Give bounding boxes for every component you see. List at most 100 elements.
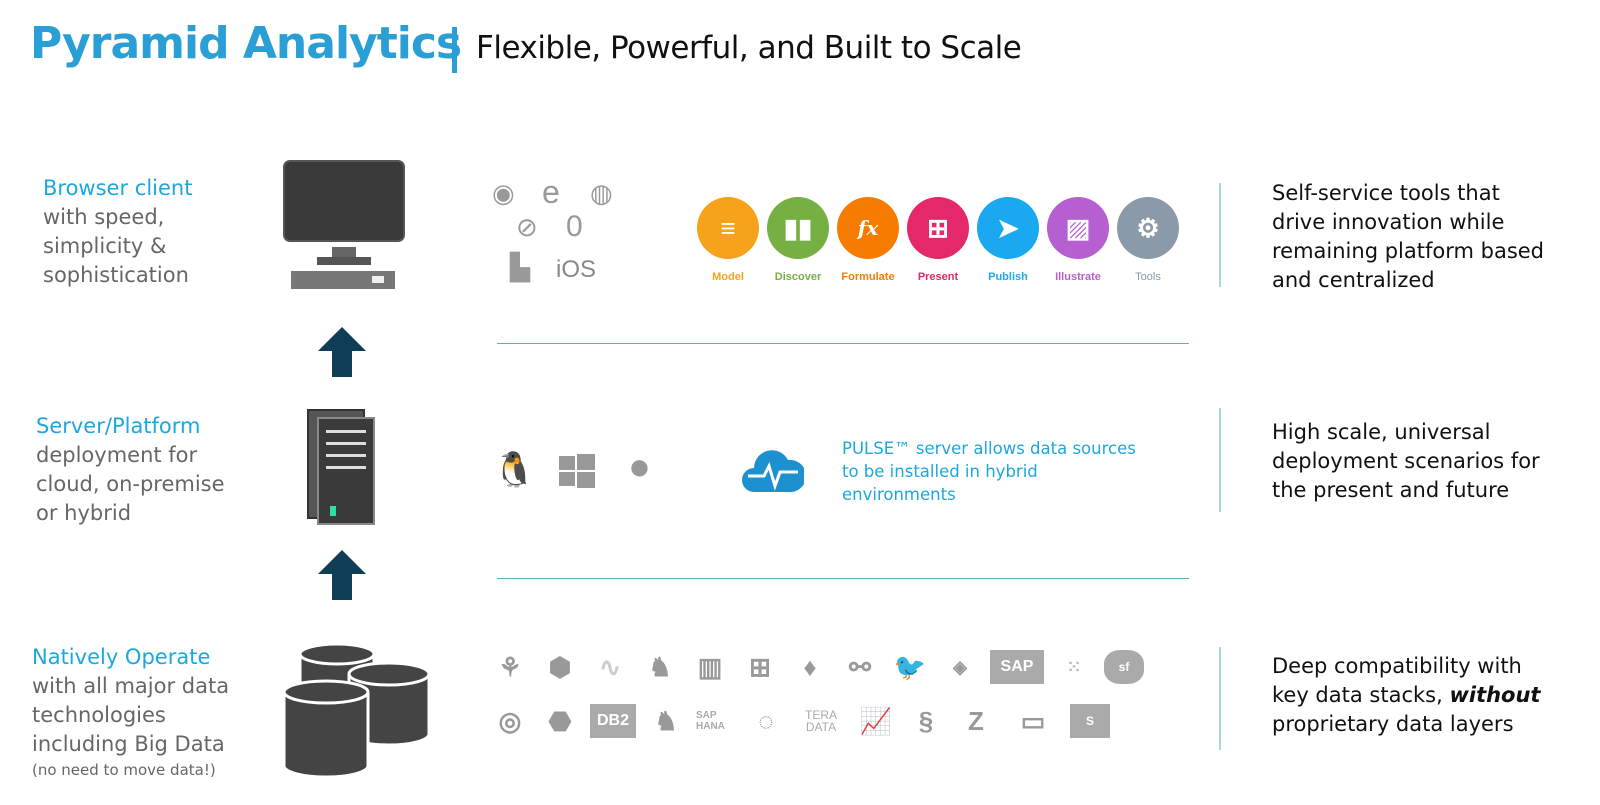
bar-chart-icon: ▮▮ xyxy=(767,197,829,259)
app-discover: ▮▮ Discover xyxy=(766,197,830,283)
app-illustrate: ▨ Illustrate xyxy=(1046,197,1110,283)
image-icon: ▨ xyxy=(1047,197,1109,259)
summary-line: High scale, universal xyxy=(1272,420,1491,444)
app-tools: ⚙ Tools xyxy=(1116,197,1180,283)
twitter-logo: 🐦 xyxy=(893,651,927,682)
page-subtitle: Flexible, Powerful, and Built to Scale xyxy=(476,30,1022,66)
analytics-logo: ◌ xyxy=(758,705,774,736)
gear-icon: ⚙ xyxy=(1117,197,1179,259)
android-icon: ▙ xyxy=(510,252,530,282)
impala-logo: ⊞ xyxy=(749,651,771,682)
app-label: Publish xyxy=(988,271,1028,283)
tier-heading: Browser client xyxy=(43,176,193,200)
hadoop-logo: ⚘ xyxy=(498,651,522,682)
title-divider xyxy=(452,27,457,73)
app-label: Discover xyxy=(774,271,822,283)
redshift-logo: ▥ xyxy=(697,651,723,682)
teradata-logo: TERA DATA xyxy=(804,708,837,734)
server-icon xyxy=(307,409,375,525)
summary-line: drive innovation while xyxy=(1272,210,1505,234)
summary-line: key data stacks, without xyxy=(1272,681,1592,710)
apple-icon: ● xyxy=(628,446,651,488)
natively-operate-description: Natively Operate with all major data tec… xyxy=(32,643,229,781)
monitor-icon xyxy=(283,160,405,289)
sap-logo: SAP xyxy=(990,650,1044,684)
summary-line: Deep compatibility with xyxy=(1272,654,1522,678)
tier-line: deployment for xyxy=(36,443,198,467)
app-label: Formulate xyxy=(841,271,895,283)
sap-hana-logo: SAP HANA xyxy=(696,710,725,732)
browser-tier-summary: Self-service tools that drive innovation… xyxy=(1272,179,1592,295)
data-tier-summary: Deep compatibility with key data stacks,… xyxy=(1272,652,1592,739)
salesforce-logo: sf xyxy=(1104,650,1144,684)
hive-logo: ⬢ xyxy=(548,651,572,682)
summary-line: deployment scenarios for xyxy=(1272,449,1540,473)
windows-icon xyxy=(559,454,595,488)
page-title: Pyramid Analytics xyxy=(30,18,462,69)
postgresql-logo: ♞ xyxy=(648,651,672,682)
paper-plane-icon: ➤ xyxy=(977,197,1039,259)
summary-line: remaining platform based xyxy=(1272,239,1545,263)
tier-line: technologies xyxy=(32,703,166,727)
divider xyxy=(1219,183,1221,287)
linux-icon: 🐧 xyxy=(493,451,536,489)
dots-logo: ⁙ xyxy=(1066,656,1082,677)
app-label: Model xyxy=(712,271,744,283)
spark-logo: § xyxy=(918,705,934,736)
tier-heading: Server/Platform xyxy=(36,414,201,438)
summary-line: Self-service tools that xyxy=(1272,181,1500,205)
app-label: Illustrate xyxy=(1055,271,1101,283)
data-source-logos: ⚘ ⬢ ∿ ♞ ▥ ⊞ ♦ ⚯ 🐦 ◈ SAP ⁙ sf ◎ ⬣ DB2 ♞ S… xyxy=(490,650,1144,750)
tier-line: or hybrid xyxy=(36,501,132,525)
ios-label: iOS xyxy=(556,256,597,283)
chrome-icon: ◍ xyxy=(590,178,613,208)
couchdb-logo: ▭ xyxy=(1020,705,1046,736)
tier-line: with all major data xyxy=(32,674,230,698)
up-arrow-icon xyxy=(318,550,366,600)
database-icon: ≡ xyxy=(697,197,759,259)
database-cylinders-icon xyxy=(282,642,431,779)
summary-emphasis: without xyxy=(1449,683,1541,707)
teradata-aster-logo: ◈ xyxy=(953,656,967,677)
mysql-logo: ∿ xyxy=(599,651,621,682)
app-label: Tools xyxy=(1135,271,1161,283)
tier-line: with speed, xyxy=(43,205,165,229)
tier-line: simplicity & xyxy=(43,234,167,258)
server-tier-summary: High scale, universal deployment scenari… xyxy=(1272,418,1592,505)
opera-icon: 0 xyxy=(566,210,583,243)
tier-line: cloud, on-premise xyxy=(36,472,225,496)
up-arrow-icon xyxy=(318,327,366,377)
app-model: ≡ Model xyxy=(696,197,760,283)
tier-line: sophistication xyxy=(43,263,189,287)
divider xyxy=(1219,647,1221,750)
divider xyxy=(497,578,1189,579)
pulse-cloud-icon xyxy=(742,450,804,492)
zk-logo: Z xyxy=(968,705,984,736)
tier-heading: Natively Operate xyxy=(32,645,211,669)
tier-line: including Big Data xyxy=(32,732,225,756)
app-publish: ➤ Publish xyxy=(976,197,1040,283)
pulse-description: PULSE™ server allows data sources to be … xyxy=(842,439,1136,504)
tier-note: (no need to move data!) xyxy=(32,761,216,779)
firefox-icon: ◉ xyxy=(492,178,515,208)
summary-line: the present and future xyxy=(1272,478,1510,502)
kafka-logo: ⚯ xyxy=(849,651,871,682)
mongodb-logo: ♦ xyxy=(803,651,817,682)
grid-icon: ⊞ xyxy=(907,197,969,259)
app-present: ⊞ Present xyxy=(906,197,970,283)
fx-icon: fx xyxy=(837,197,899,259)
divider xyxy=(1219,408,1221,512)
summary-line: proprietary data layers xyxy=(1272,712,1514,736)
exasol-logo: ◎ xyxy=(498,705,522,736)
server-platform-description: Server/Platform deployment for cloud, on… xyxy=(36,412,225,528)
browser-client-description: Browser client with speed, simplicity & … xyxy=(43,174,192,290)
summary-line: and centralized xyxy=(1272,268,1435,292)
summary-text: key data stacks, xyxy=(1272,683,1450,707)
bigquery-logo: ⬣ xyxy=(548,705,572,736)
app-label: Present xyxy=(917,271,959,283)
browser-icons: ◉ e ◍ ⊘ 0 ▙ iOS xyxy=(490,174,630,290)
sharepoint-logo: S xyxy=(1070,704,1110,738)
divider xyxy=(497,343,1189,344)
db2-logo: DB2 xyxy=(590,704,636,738)
